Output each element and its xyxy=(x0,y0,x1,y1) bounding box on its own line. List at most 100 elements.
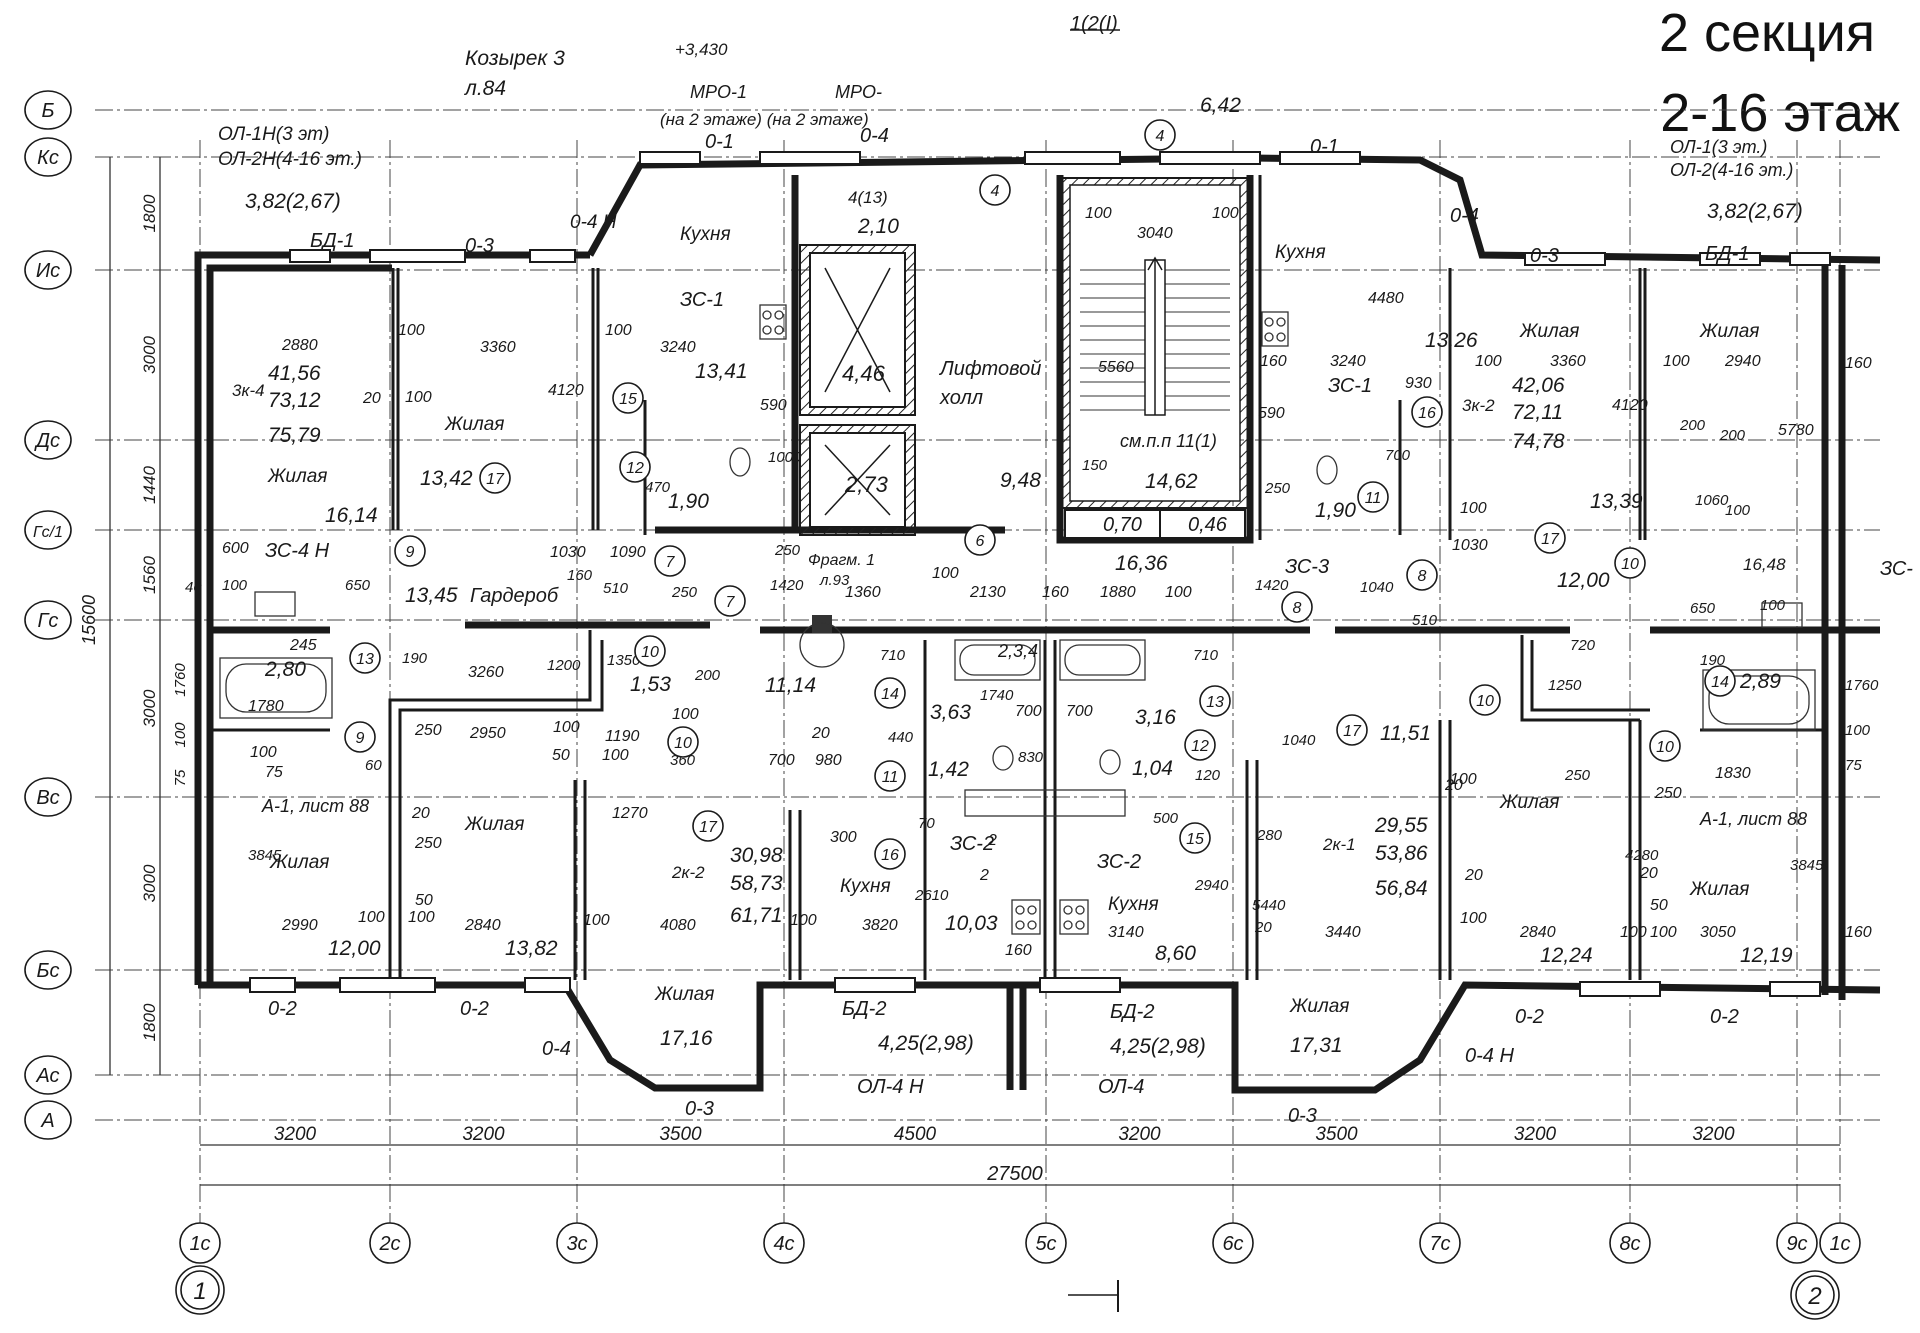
plan-label: 100 xyxy=(1450,771,1477,788)
plan-label: холл xyxy=(939,387,983,409)
callout-bubble: 17 xyxy=(1336,714,1368,746)
plan-label: 3820 xyxy=(862,917,898,934)
plan-label: 830 xyxy=(1018,749,1044,766)
left-span-dimension: 3000 xyxy=(140,689,159,727)
plan-label: 4,46 xyxy=(842,361,886,386)
plan-label: Кухня xyxy=(1275,242,1326,263)
column-axis-label: 6с xyxy=(1222,1233,1243,1255)
callout-circle xyxy=(349,642,381,674)
plan-label: 16,14 xyxy=(325,504,378,527)
plan-label: 5780 xyxy=(1778,422,1814,439)
plan-label: 20 xyxy=(811,725,830,742)
plan-label: 160 xyxy=(1005,942,1032,959)
plan-label: МРО-1 xyxy=(690,82,747,102)
plan-label: 160 xyxy=(1845,355,1872,372)
callout-circle xyxy=(1281,591,1313,623)
plan-label: 20 xyxy=(1639,865,1658,882)
callout-bubble: 9 xyxy=(394,535,426,567)
callout-circle xyxy=(634,635,666,667)
plan-label: 190 xyxy=(1700,652,1726,669)
left-inner-dimension: 75 xyxy=(172,769,189,786)
plan-label: 2,10 xyxy=(857,215,899,238)
callout-number: 15 xyxy=(1186,831,1204,848)
column-axis-label: 3с xyxy=(566,1233,587,1255)
plan-label: 3к-4 xyxy=(232,381,265,400)
plan-label: 11,14 xyxy=(765,674,816,697)
callout-number: 6 xyxy=(976,533,985,550)
plan-label: 20 xyxy=(1444,777,1463,794)
callout-bubble: 16 xyxy=(874,838,906,870)
column-axis-marker: 3с xyxy=(556,1222,598,1264)
plan-label: 10,03 xyxy=(945,912,998,935)
callout-bubble: 17 xyxy=(692,810,724,842)
plan-label: 1040 xyxy=(1360,579,1394,596)
plan-label: 1,53 xyxy=(630,673,671,696)
total-height-dimension: 15600 xyxy=(79,595,99,645)
callout-circle xyxy=(1411,396,1443,428)
plan-label: 100 xyxy=(605,322,632,339)
plan-label: Жилая xyxy=(1689,879,1749,900)
plan-label: 2840 xyxy=(464,917,501,934)
plan-label: 3360 xyxy=(480,339,516,356)
plan-label: Лифтовой xyxy=(938,358,1041,380)
callout-bubble: 11 xyxy=(1357,481,1389,513)
callout-circle xyxy=(714,585,746,617)
plan-label: 2990 xyxy=(281,917,318,934)
plan-label: 2 xyxy=(979,867,989,884)
row-axis-label: Вс xyxy=(36,787,59,809)
plan-label: БД-1 xyxy=(310,230,354,252)
callout-bubble: 12 xyxy=(1184,729,1216,761)
plan-label: 510 xyxy=(603,580,629,597)
callout-circle xyxy=(667,726,699,758)
plan-label: 20 xyxy=(1254,919,1272,936)
callout-number: 16 xyxy=(1418,405,1436,422)
plan-label: 3240 xyxy=(660,339,696,356)
plan-label: 100 xyxy=(1663,353,1690,370)
row-axis-label: Гс xyxy=(38,610,59,632)
column-axis-label: 4с xyxy=(773,1233,794,1255)
callout-circle xyxy=(619,451,651,483)
plan-label: Жилая xyxy=(267,466,327,487)
plan-label: 1200 xyxy=(547,657,581,674)
plan-label: ЗС-2 xyxy=(950,833,994,855)
window xyxy=(1789,252,1831,266)
window xyxy=(249,977,296,993)
plan-label: Гардероб xyxy=(470,585,559,607)
callout-circle xyxy=(479,462,511,494)
plan-label: 1830 xyxy=(1715,765,1751,782)
callout-bubble: 8 xyxy=(1406,559,1438,591)
plan-label: 0-3 xyxy=(1288,1105,1317,1127)
plan-label: 3040 xyxy=(1137,225,1173,242)
plan-label: 1030 xyxy=(550,544,586,561)
bottom-span-dimension: 3200 xyxy=(274,1124,317,1145)
plan-label: 41,56 xyxy=(268,362,321,385)
left-span-dimension: 1440 xyxy=(140,466,159,504)
plan-label: 250 xyxy=(671,584,698,601)
plan-label: 20 xyxy=(411,805,430,822)
plan-label: 3,63 xyxy=(930,701,971,724)
callout-number: 12 xyxy=(626,460,644,477)
section-title: 2 секция xyxy=(1658,3,1875,63)
plan-label: 0-4 Н xyxy=(1465,1045,1514,1067)
callout-bubble: 15 xyxy=(1179,822,1211,854)
callout-bubble: 10 xyxy=(1649,730,1681,762)
callout-bubble: 10 xyxy=(634,635,666,667)
row-axis-circle xyxy=(24,250,72,290)
plan-label: 2130 xyxy=(969,584,1006,601)
callout-number: 4 xyxy=(1156,128,1165,145)
plan-label: 150 xyxy=(1082,457,1108,474)
plan-label: 3240 xyxy=(1330,353,1366,370)
column-axis-marker: 2с xyxy=(369,1222,411,1264)
plan-label: 0-2 xyxy=(1710,1006,1739,1028)
callout-number: 17 xyxy=(1343,723,1362,740)
callout-bubble: 6 xyxy=(964,524,996,556)
callout-number: 10 xyxy=(1621,556,1639,573)
plan-label: 40 xyxy=(185,579,202,596)
plan-label: 3440 xyxy=(1325,924,1361,941)
plan-label: Кухня xyxy=(1108,894,1159,915)
